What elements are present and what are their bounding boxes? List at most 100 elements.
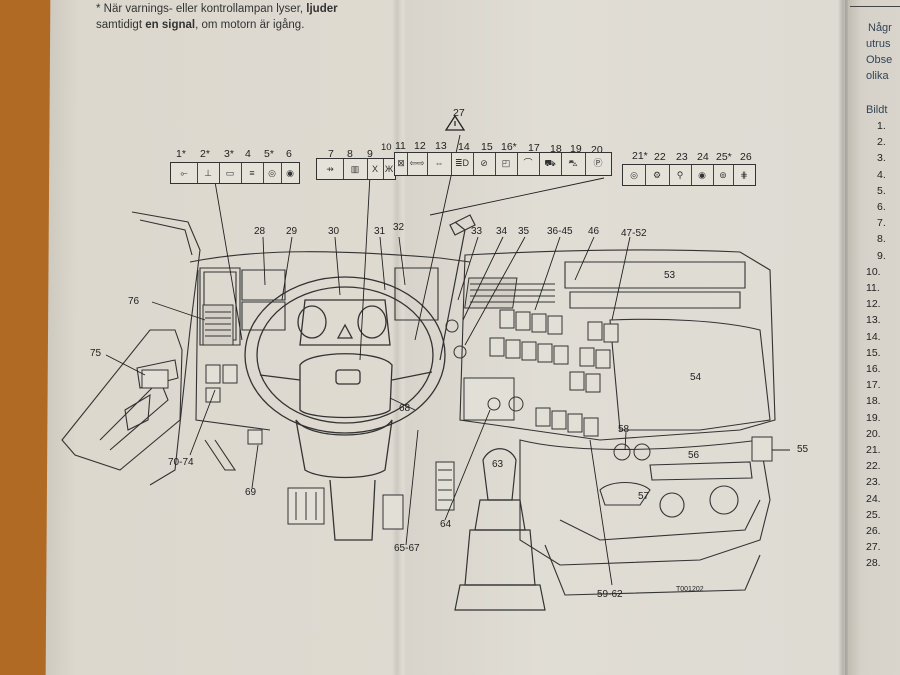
diff-lock-icon: X: [367, 159, 384, 179]
callout-55: 55: [797, 444, 809, 455]
partial-line: Obse: [866, 54, 893, 66]
indicator-number: 13: [435, 140, 447, 152]
callout-34: 34: [496, 226, 508, 237]
indicator-number: 22: [654, 151, 666, 163]
list-number: 11.: [866, 282, 880, 294]
callout-65-67: 65-67: [394, 543, 420, 554]
list-number: 8.: [877, 233, 886, 246]
list-number: 18.: [866, 395, 881, 408]
indicator-number: 2*: [200, 148, 210, 160]
heater-icon: ⋕: [740, 170, 748, 180]
callout-57: 57: [638, 491, 650, 502]
indicator-number: 9: [367, 148, 373, 160]
callout-31: 31: [374, 226, 386, 237]
warning-27-label: 27: [453, 107, 465, 119]
turn-left-icon: ⇦⇨: [407, 153, 428, 175]
engine-check-icon: ⚙: [645, 165, 670, 185]
battery-charge-icon: ▭: [219, 163, 242, 183]
callout-63: 63: [492, 459, 504, 470]
indicator-number: 3*: [224, 148, 234, 160]
list-number: 4.: [877, 168, 886, 181]
callout-36-45: 36-45: [547, 226, 573, 237]
coolant-temp-icon: ⊥: [197, 163, 220, 183]
list-number: 19.: [866, 411, 881, 424]
oil-pressure-icon: ⟜: [171, 163, 198, 183]
callout-35: 35: [518, 226, 530, 237]
callout-53: 53: [664, 270, 676, 281]
indicator-number: 21*: [632, 150, 648, 162]
callout-33: 33: [471, 226, 483, 237]
indicator-number: 26: [740, 151, 752, 163]
callout-76: 76: [128, 296, 140, 307]
list-number: 20.: [866, 427, 881, 440]
list-number: 17.: [866, 379, 881, 392]
next-manual-page: [845, 0, 900, 675]
indicator-panel-left: ⟜ ⊥ ▭ ≡ ◎ ◉: [170, 162, 300, 184]
abs-icon: ⌒: [517, 153, 540, 175]
trailer-turn-icon: ⇔: [427, 153, 452, 175]
indicator-number: 4: [245, 148, 251, 160]
list-number: 3.: [877, 152, 886, 165]
high-beam-icon: ≣D: [451, 153, 474, 175]
callout-56: 56: [688, 450, 700, 461]
callout-32: 32: [393, 222, 405, 233]
gear-lever: [439, 214, 546, 611]
list-number: 21.: [866, 444, 881, 456]
list-number: 16.: [866, 363, 881, 375]
callout-59-62: 59-62: [597, 589, 623, 600]
indicator-number: 14: [458, 141, 470, 153]
indicator-number: 12: [414, 140, 426, 152]
brake-wear-icon: ⊚: [713, 165, 734, 185]
indicator-number: 25*: [716, 151, 732, 163]
stop-icon: ◎: [623, 165, 646, 185]
list-number: 27.: [866, 541, 881, 554]
callout-47-52: 47-52: [621, 228, 647, 239]
indicator-number: 6: [286, 148, 292, 160]
door-pillar-outline: [61, 211, 237, 486]
indicator-number: 5*: [264, 148, 274, 160]
callout-46: 46: [588, 226, 600, 237]
rule-line: [850, 6, 900, 7]
list-number: 25.: [866, 508, 881, 521]
indicator-number: 8: [347, 148, 353, 160]
trailer-abs-icon: ⛟: [539, 153, 562, 175]
indicator-number: 23: [676, 151, 688, 163]
warning-note-line-1: * När varnings- eller kontrollampan lyse…: [96, 3, 338, 15]
list-number: 12.: [866, 298, 881, 311]
list-number: 26.: [866, 525, 881, 537]
partial-line: olika: [866, 70, 889, 82]
list-number: 28.: [866, 557, 881, 570]
pedals: [247, 429, 404, 530]
list-heading: Bildt: [866, 104, 888, 116]
cab-lock-icon: ◰: [495, 153, 518, 175]
list-number: 22.: [866, 460, 881, 473]
callout-30: 30: [328, 226, 340, 237]
trailer-brake-icon: ◉: [286, 168, 294, 178]
indicator-number: 19: [570, 143, 582, 155]
callout-54: 54: [690, 372, 702, 383]
indicator-number: 24: [697, 151, 709, 163]
steering-wheel: [244, 276, 446, 541]
control-knobs: [445, 319, 651, 461]
indicator-number: 1*: [176, 148, 186, 160]
list-number: 23.: [866, 476, 881, 489]
callout-64: 64: [440, 519, 452, 530]
figure-code: T001202: [676, 586, 704, 593]
indicator-number: 16*: [501, 141, 517, 153]
list-number: 24.: [866, 492, 881, 505]
air-vent-grilles: [202, 277, 555, 346]
axle-lock-icon: Ж: [384, 164, 394, 174]
list-number: 1.: [877, 120, 886, 132]
indicator-panel-middle-left: ⇸ ▥ X Ж: [316, 158, 396, 180]
leader-lines: [105, 134, 790, 586]
list-number: 9.: [877, 249, 886, 262]
gearbox-icon: ⚲: [669, 165, 692, 185]
service-icon: ◉: [691, 165, 714, 185]
list-number: 13.: [866, 314, 881, 327]
callout-28: 28: [254, 226, 266, 237]
retarder-icon: ⇸: [317, 159, 344, 179]
indicator-panel-middle-right: ⊠ ⇦⇨ ⇔ ≣D ⊘ ◰ ⌒ ⛟ ⛍ Ⓟ: [394, 152, 612, 176]
warning-note-line-2: samtidigt en signal, om motorn är igång.: [96, 19, 305, 31]
list-number: 5.: [877, 184, 886, 197]
